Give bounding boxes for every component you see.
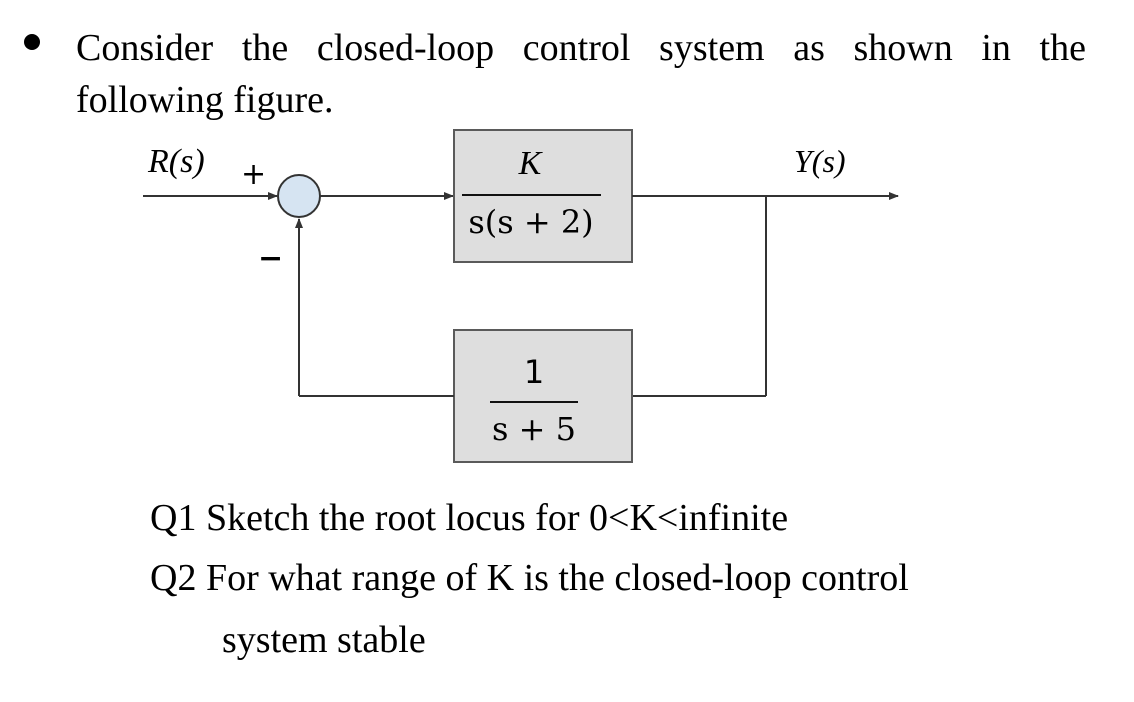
bullet-icon xyxy=(24,34,40,50)
output-label: Y(s) xyxy=(794,143,846,179)
plus-sign: + xyxy=(241,157,266,192)
intro-line-2: following figure. xyxy=(76,79,334,121)
feedback-block xyxy=(453,329,633,463)
forward-numerator: K xyxy=(518,145,544,182)
question-2-line-2: system stable xyxy=(222,619,426,661)
feedback-denominator: s + 5 xyxy=(492,410,576,448)
input-label: R(s) xyxy=(147,143,205,180)
feedback-numerator: 1 xyxy=(524,353,544,391)
intro-line-1: Consider the closed-loop control system … xyxy=(76,27,1086,69)
question-2-line-1: Q2 For what range of K is the closed-loo… xyxy=(150,557,909,599)
minus-sign: − xyxy=(258,241,283,276)
question-1: Q1 Sketch the root locus for 0<K<infinit… xyxy=(150,497,789,539)
forward-denominator: s(s + 2) xyxy=(468,203,593,241)
summing-junction xyxy=(277,174,321,218)
